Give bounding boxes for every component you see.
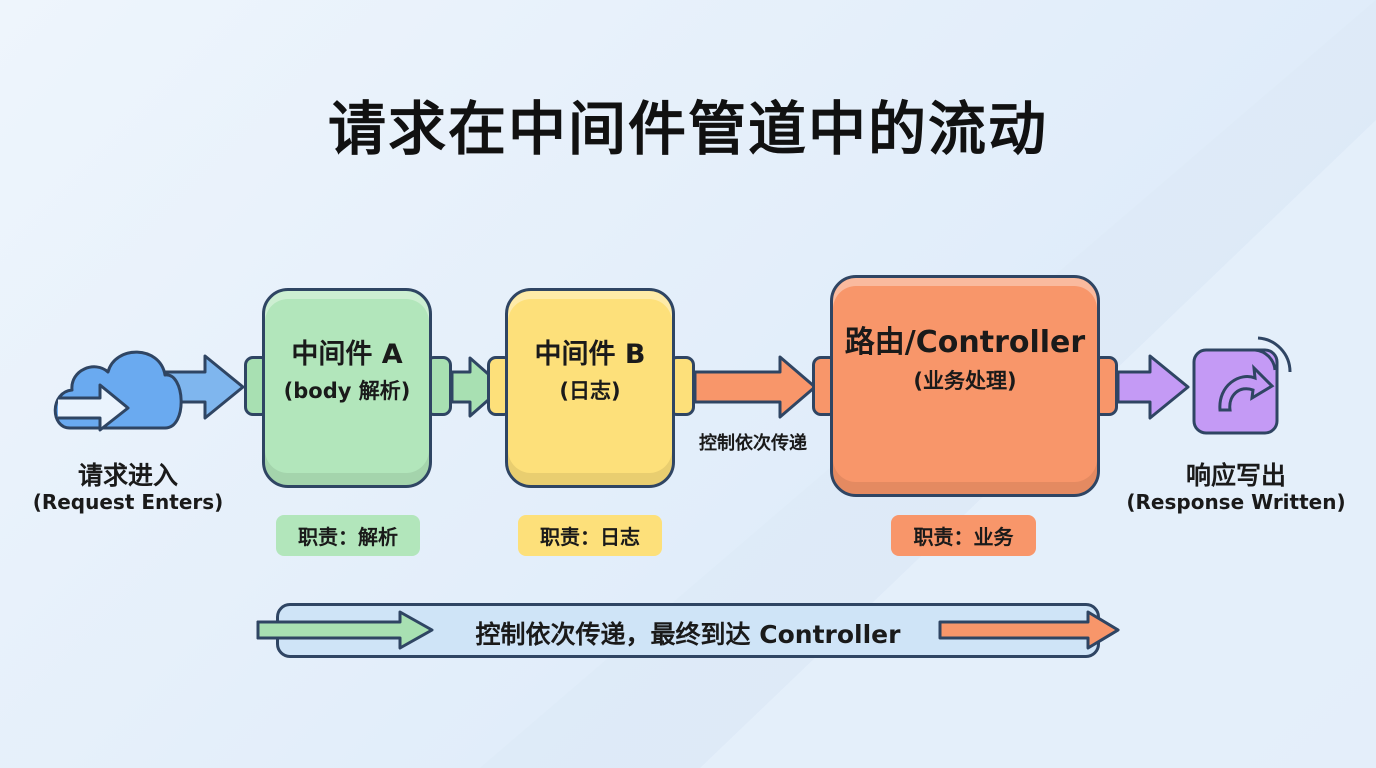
node-title: 中间件 A [291,338,403,370]
page-title: 请求在中间件管道中的流动 [327,95,1048,163]
middleware-a-node: 中间件 A (body 解析) [262,288,432,488]
middleware-b-node: 中间件 B (日志) [505,288,675,488]
start-label: 请求进入 [77,461,178,490]
response-send-icon [1192,336,1292,435]
node-title: 中间件 B [534,338,646,370]
badge-controller: 职责：业务 [891,515,1036,556]
node-subtitle: (业务处理) [913,369,1017,393]
badge-b: 职责：日志 [518,515,662,556]
cloud-arrow-icon [53,350,183,432]
edge-label: 控制依次传递 [699,433,807,454]
node-subtitle: (日志) [559,378,621,403]
node-title: 路由/Controller [844,325,1086,360]
start-sublabel: (Request Enters) [32,490,224,514]
node-subtitle: (body 解析) [283,378,411,403]
arrow-c-to-end [1116,354,1190,420]
footer-text: 控制依次传递，最终到达 Controller [475,620,901,649]
end-sublabel: (Response Written) [1126,490,1346,514]
end-label: 响应写出 [1185,461,1286,490]
badge-a: 职责：解析 [276,515,420,556]
arrow-b-to-c [693,355,817,419]
controller-node: 路由/Controller (业务处理) [830,275,1100,497]
arrow-a-to-b [450,356,505,418]
